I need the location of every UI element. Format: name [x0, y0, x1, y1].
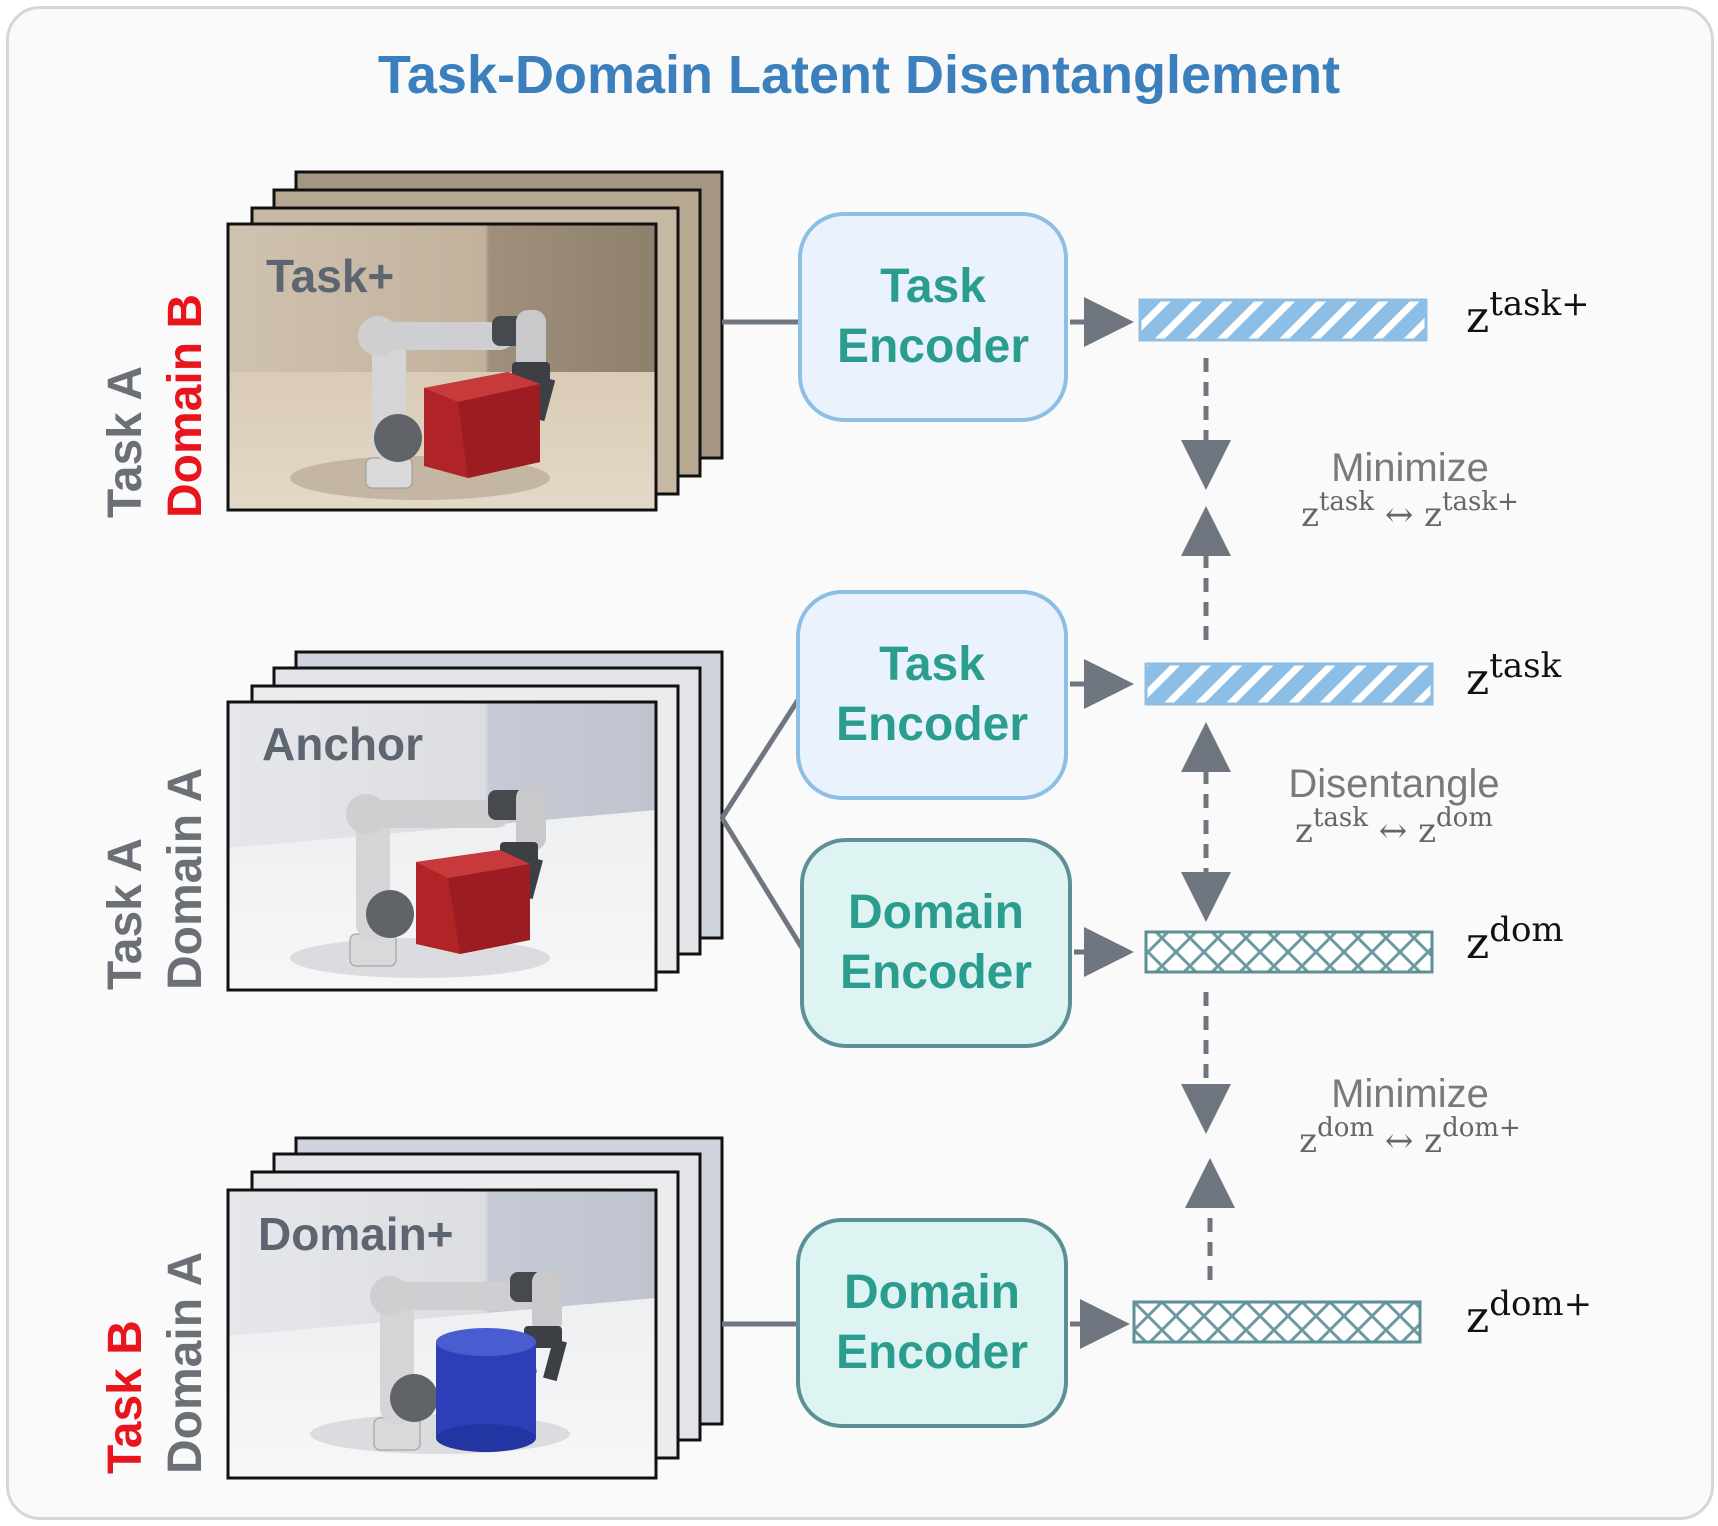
loss1-arrow: ↔	[1384, 495, 1414, 535]
loss2-left-sup: task	[1312, 803, 1368, 833]
row2-scene-label: Anchor	[262, 718, 423, 770]
z-dom-plus-label: zdom+	[1466, 1284, 1592, 1343]
loss2-right-base: z	[1418, 811, 1437, 851]
loss2-head: Disentangle	[1288, 762, 1500, 806]
row3-scene-label: Domain+	[258, 1208, 454, 1260]
z-task-plus-sup: task+	[1489, 284, 1590, 324]
anchor-domain-encoder-label: Domain Encoder	[839, 886, 1033, 999]
loss1-left-base: z	[1301, 495, 1319, 535]
latent-task-bar	[1144, 662, 1434, 706]
loss2-right-sup: dom	[1436, 803, 1493, 833]
row1-task-encoder: Task Encoder	[798, 212, 1068, 422]
loss3-head: Minimize	[1331, 1072, 1489, 1116]
z-dom-plus-base: z	[1466, 1292, 1490, 1343]
loss-disentangle: Disentangle ztask ↔ zdom	[1214, 762, 1574, 851]
z-task-sup: task	[1489, 646, 1562, 686]
loss2-formula: ztask ↔ zdom	[1214, 803, 1574, 851]
latent-dom-plus-bar	[1132, 1300, 1422, 1344]
row1-scene-image: Task+	[226, 222, 658, 512]
loss3-left-base: z	[1299, 1121, 1318, 1161]
z-dom-base: z	[1466, 918, 1490, 969]
row3-scene-image: Domain+	[226, 1188, 658, 1480]
anchor-domain-encoder: Domain Encoder	[800, 838, 1072, 1048]
figure-title: Task-Domain Latent Disentanglement	[377, 45, 1341, 105]
loss-minimize-dom: Minimize zdom ↔ zdom+	[1230, 1072, 1590, 1161]
loss1-left-sup: task	[1318, 487, 1375, 517]
loss1-right-sup: task+	[1442, 487, 1519, 517]
row2-connector-domain	[719, 816, 805, 950]
loss1-right-base: z	[1424, 495, 1443, 535]
z-task-base: z	[1466, 654, 1490, 705]
loss1-formula: ztask ↔ ztask+	[1230, 487, 1590, 535]
loss2-arrow: ↔	[1378, 811, 1408, 851]
row2-connector-task	[719, 698, 801, 820]
loss3-arrow: ↔	[1384, 1121, 1414, 1161]
z-task-plus-base: z	[1466, 292, 1490, 343]
latent-task-plus-bar	[1138, 298, 1428, 342]
anchor-task-encoder: Task Encoder	[796, 590, 1068, 800]
z-dom-sup: dom	[1489, 910, 1564, 950]
loss3-left-sup: dom	[1317, 1113, 1375, 1143]
latent-dom-bar	[1144, 930, 1434, 974]
z-dom-label: zdom	[1466, 910, 1564, 969]
anchor-task-encoder-label: Task Encoder	[835, 638, 1029, 751]
z-task-label: ztask	[1466, 646, 1561, 705]
loss3-right-base: z	[1424, 1121, 1443, 1161]
row1-encoder-label: Task Encoder	[836, 260, 1030, 373]
z-dom-plus-sup: dom+	[1489, 1284, 1593, 1324]
row3-encoder-label: Domain Encoder	[835, 1266, 1029, 1379]
row1-scene-label: Task+	[266, 250, 394, 302]
loss1-head: Minimize	[1331, 446, 1489, 490]
loss2-left-base: z	[1295, 811, 1313, 851]
row3-domain-encoder: Domain Encoder	[796, 1218, 1068, 1428]
row2-scene-image: Anchor	[226, 700, 658, 992]
loss3-formula: zdom ↔ zdom+	[1230, 1113, 1590, 1161]
z-task-plus-label: ztask+	[1466, 284, 1590, 343]
loss-minimize-task: Minimize ztask ↔ ztask+	[1230, 446, 1590, 535]
loss3-right-sup: dom+	[1442, 1113, 1521, 1143]
